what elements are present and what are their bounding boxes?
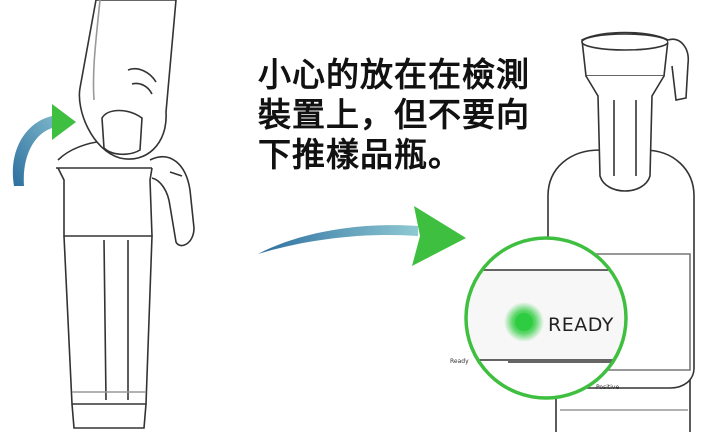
device-status-text: READY bbox=[548, 314, 614, 336]
instruction-line-1: 小心的放在在檢測 bbox=[258, 55, 530, 94]
instruction-line-2: 裝置上，但不要向 bbox=[258, 95, 530, 134]
sample-vial-icon bbox=[56, 139, 195, 429]
instruction-text: 小心的放在在檢測 裝置上，但不要向 下推樣品瓶。 bbox=[258, 55, 558, 175]
result-label: Positive bbox=[596, 384, 620, 391]
instruction-line-3: 下推樣品瓶。 bbox=[258, 135, 462, 174]
finger-icon bbox=[78, 0, 177, 160]
curved-arrow-icon bbox=[12, 104, 76, 186]
ready-light-core bbox=[515, 313, 533, 331]
indicator-label: Ready bbox=[450, 358, 469, 365]
right-arrow-icon bbox=[258, 206, 466, 266]
